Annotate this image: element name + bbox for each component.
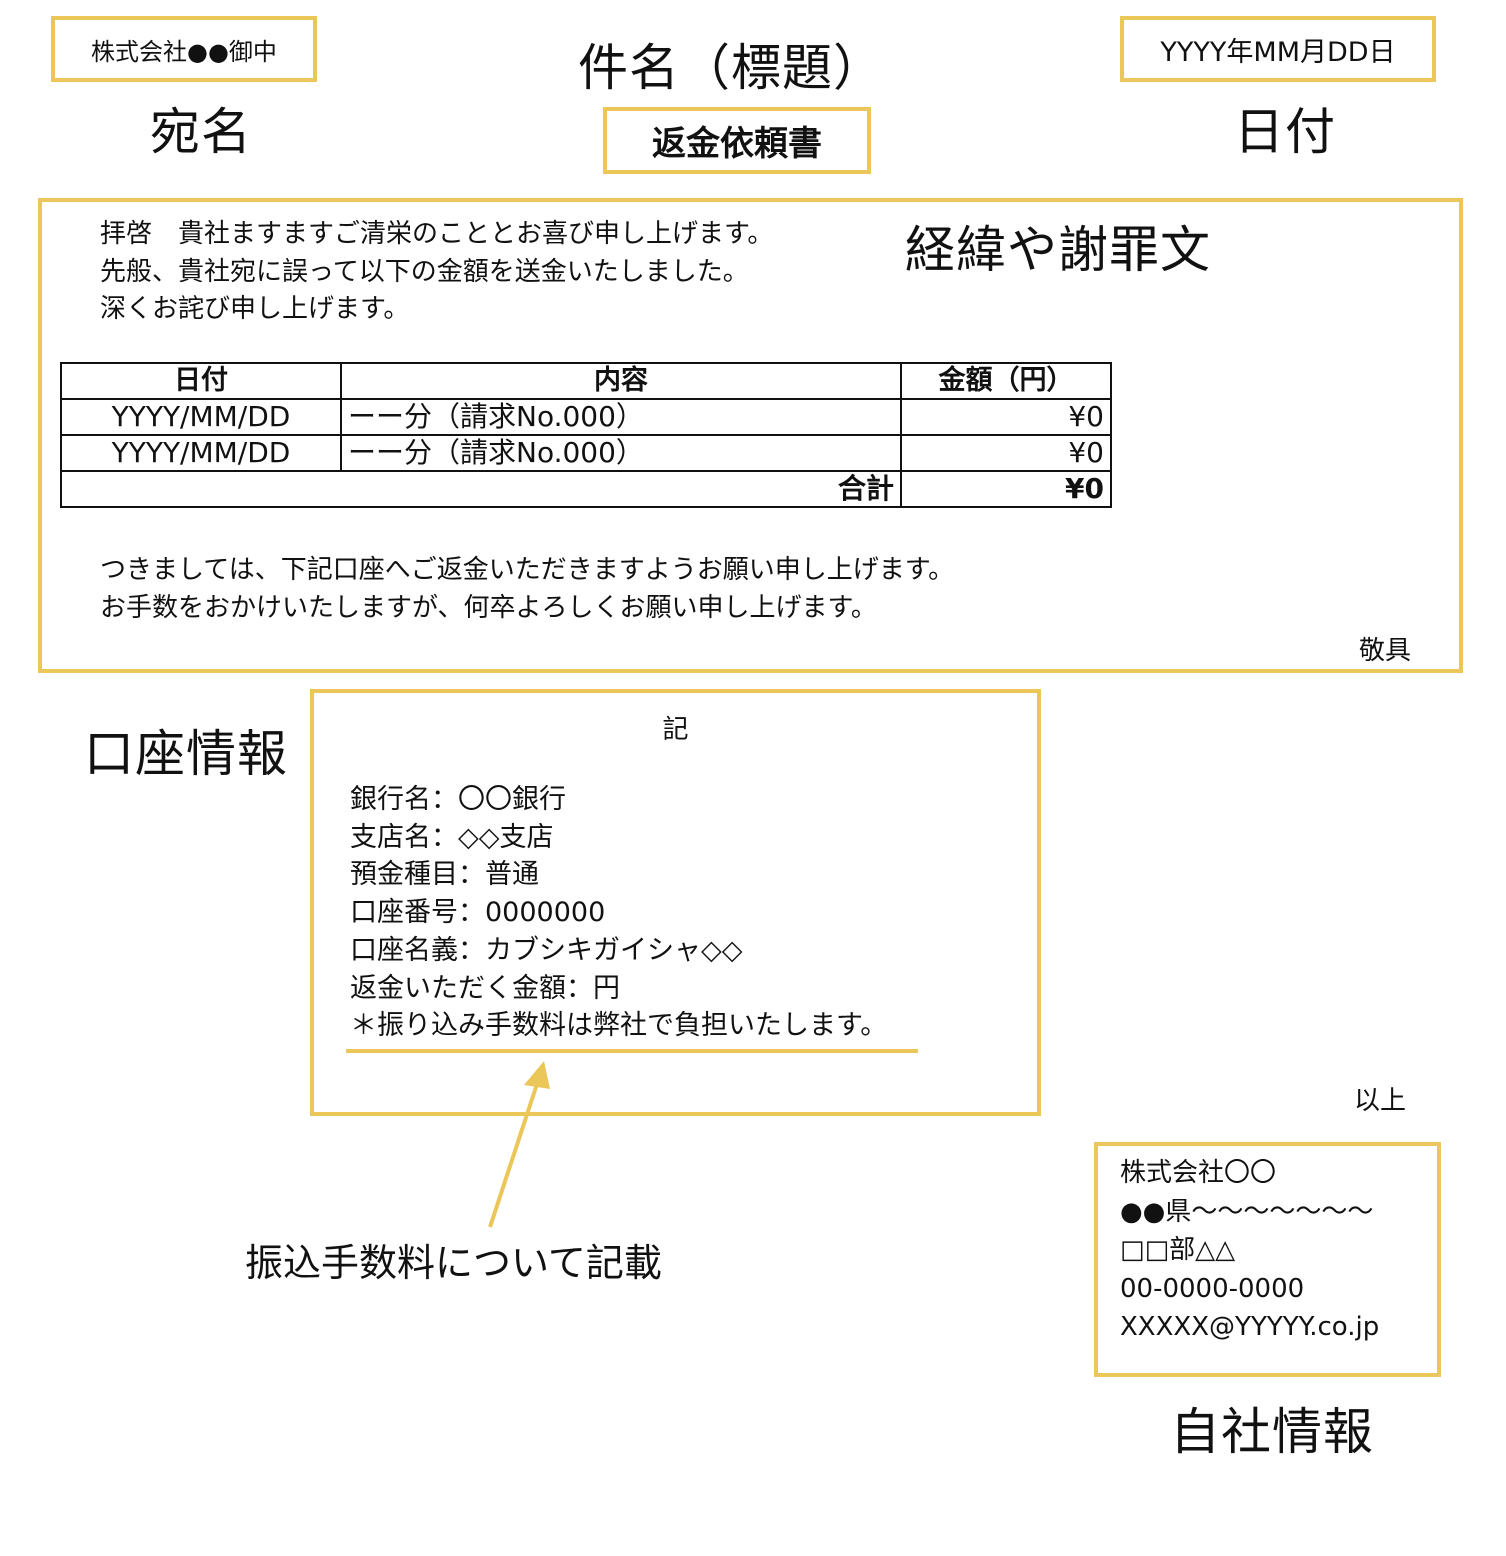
end-mark-ijou: 以上 bbox=[1354, 1086, 1407, 1116]
company-phone: 00-0000-0000 bbox=[1120, 1273, 1305, 1304]
cell-amount: ¥0 bbox=[900, 434, 1112, 472]
account-details: 銀行名：〇〇銀行 支店名：◇◇支店 預金種目：普通 口座番号：0000000 口… bbox=[350, 781, 887, 1045]
fee-note-underline bbox=[346, 1049, 918, 1053]
date-annotation: 日付 bbox=[1234, 103, 1336, 161]
column-header-description: 内容 bbox=[340, 362, 902, 400]
company-annotation: 自社情報 bbox=[1170, 1403, 1374, 1461]
bank-name-line: 銀行名：〇〇銀行 bbox=[350, 784, 566, 815]
total-amount: ¥0 bbox=[900, 470, 1112, 508]
company-department: □□部△△ bbox=[1120, 1235, 1236, 1265]
total-label: 合計 bbox=[60, 470, 902, 508]
refund-amount-line: 返金いただく金額：円 bbox=[350, 972, 620, 1004]
request-paragraph: つきましては、下記口座へご返金いただきますようお願い申し上げます。 お手数をおか… bbox=[100, 552, 954, 627]
request-line: お手数をおかけいたしますが、何卒よろしくお願い申し上げます。 bbox=[100, 592, 877, 623]
table-row: YYYY/MM/DD ーー分（請求No.000） ¥0 bbox=[60, 434, 1112, 472]
subject-annotation: 件名（標題） bbox=[578, 39, 884, 97]
subject-box: 返金依頼書 bbox=[603, 107, 871, 174]
table-row: YYYY/MM/DD ーー分（請求No.000） ¥0 bbox=[60, 398, 1112, 436]
table-total-row: 合計 ¥0 bbox=[60, 470, 1112, 508]
addressee-box: 株式会社●●御中 bbox=[51, 16, 317, 82]
refund-table: 日付 内容 金額（円） YYYY/MM/DD ーー分（請求No.000） ¥0 … bbox=[60, 362, 1112, 508]
company-details: 株式会社〇〇 ●●県〜〜〜〜〜〜〜 □□部△△ 00-0000-0000 XXX… bbox=[1120, 1154, 1379, 1347]
intro-line: 深くお詫び申し上げます。 bbox=[100, 294, 410, 324]
addressee-text: 株式会社●●御中 bbox=[91, 37, 277, 66]
intro-line: 拝啓 貴社ますますご清栄のこととお喜び申し上げます。 bbox=[100, 219, 774, 249]
cell-date: YYYY/MM/DD bbox=[60, 434, 342, 472]
intro-line: 先般、貴社宛に誤って以下の金額を送金いたしました。 bbox=[100, 256, 749, 287]
date-text: YYYY年MM月DD日 bbox=[1160, 36, 1396, 68]
cell-description: ーー分（請求No.000） bbox=[340, 398, 902, 436]
fee-note-annotation: 振込手数料について記載 bbox=[245, 1241, 662, 1285]
account-info-box: 記 銀行名：〇〇銀行 支店名：◇◇支店 預金種目：普通 口座番号：0000000… bbox=[310, 689, 1041, 1116]
account-annotation: 口座情報 bbox=[84, 725, 288, 783]
document-title: 返金依頼書 bbox=[652, 124, 822, 164]
intro-paragraph: 拝啓 貴社ますますご清栄のこととお喜び申し上げます。 先般、貴社宛に誤って以下の… bbox=[100, 216, 773, 329]
cell-amount: ¥0 bbox=[900, 398, 1112, 436]
company-address: ●●県〜〜〜〜〜〜〜 bbox=[1120, 1196, 1374, 1227]
ki-heading: 記 bbox=[662, 715, 689, 745]
column-header-amount: 金額（円） bbox=[900, 362, 1112, 400]
company-name: 株式会社〇〇 bbox=[1120, 1158, 1277, 1188]
table-header-row: 日付 内容 金額（円） bbox=[60, 362, 1112, 400]
account-holder-line: 口座名義：カブシキガイシャ◇◇ bbox=[350, 934, 743, 966]
cell-date: YYYY/MM/DD bbox=[60, 398, 342, 436]
company-info-box: 株式会社〇〇 ●●県〜〜〜〜〜〜〜 □□部△△ 00-0000-0000 XXX… bbox=[1094, 1142, 1441, 1377]
closing-keigu: 敬具 bbox=[1358, 636, 1411, 666]
request-line: つきましては、下記口座へご返金いただきますようお願い申し上げます。 bbox=[100, 555, 955, 585]
account-type-line: 預金種目：普通 bbox=[350, 859, 539, 891]
company-email: XXXXX@YYYYY.co.jp bbox=[1120, 1312, 1380, 1342]
date-box: YYYY年MM月DD日 bbox=[1120, 16, 1436, 82]
transfer-fee-note-line: ＊振り込み手数料は弊社で負担いたします。 bbox=[350, 1010, 888, 1042]
arrow-up-icon bbox=[488, 1061, 550, 1228]
column-header-date: 日付 bbox=[60, 362, 342, 400]
cell-description: ーー分（請求No.000） bbox=[340, 434, 902, 472]
addressee-annotation: 宛名 bbox=[150, 103, 252, 161]
body-annotation: 経緯や謝罪文 bbox=[905, 221, 1211, 279]
account-number-line: 口座番号：0000000 bbox=[350, 897, 606, 929]
branch-name-line: 支店名：◇◇支店 bbox=[350, 821, 554, 853]
